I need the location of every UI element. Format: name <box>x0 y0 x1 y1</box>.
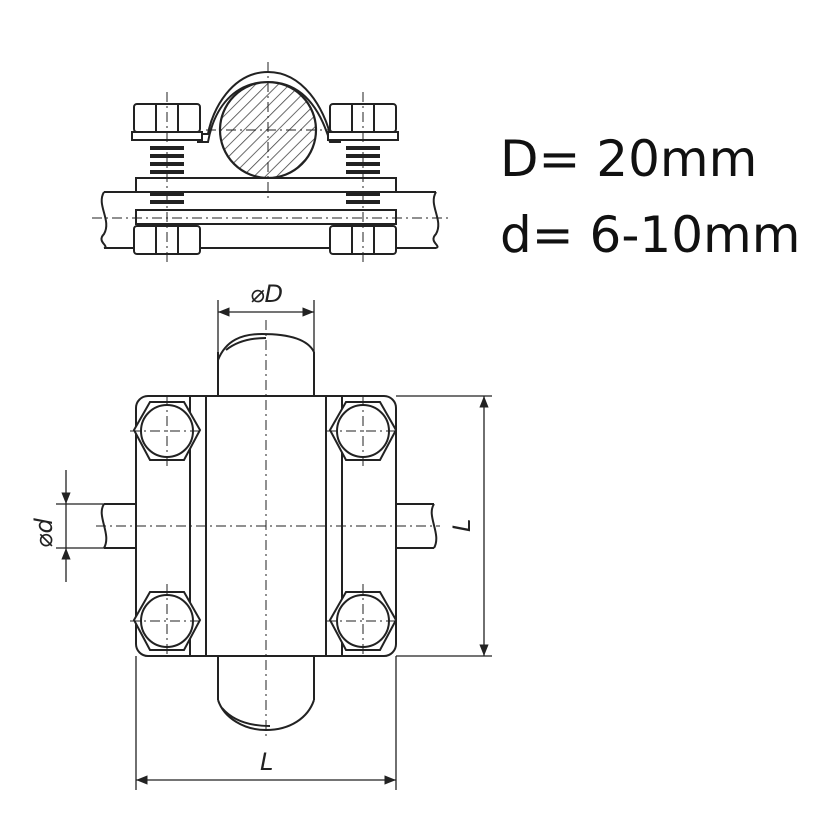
label-diameter-D: ⌀D <box>250 280 283 308</box>
spec-d: d= 6-10mm <box>500 206 801 264</box>
saddle-strap <box>197 70 341 143</box>
label-length-vertical: L <box>448 519 476 532</box>
side-view <box>92 62 448 262</box>
centre-lines-top <box>96 320 440 740</box>
dimensions <box>56 300 492 790</box>
top-view <box>96 320 440 740</box>
label-diameter-d: ⌀d <box>30 518 58 548</box>
upper-plate <box>135 177 397 193</box>
spec-D: D= 20mm <box>500 130 758 188</box>
lower-plate <box>135 209 397 225</box>
label-length-horizontal: L <box>260 748 273 776</box>
wire-top-view <box>100 503 438 549</box>
centre-lines-side <box>92 62 448 262</box>
